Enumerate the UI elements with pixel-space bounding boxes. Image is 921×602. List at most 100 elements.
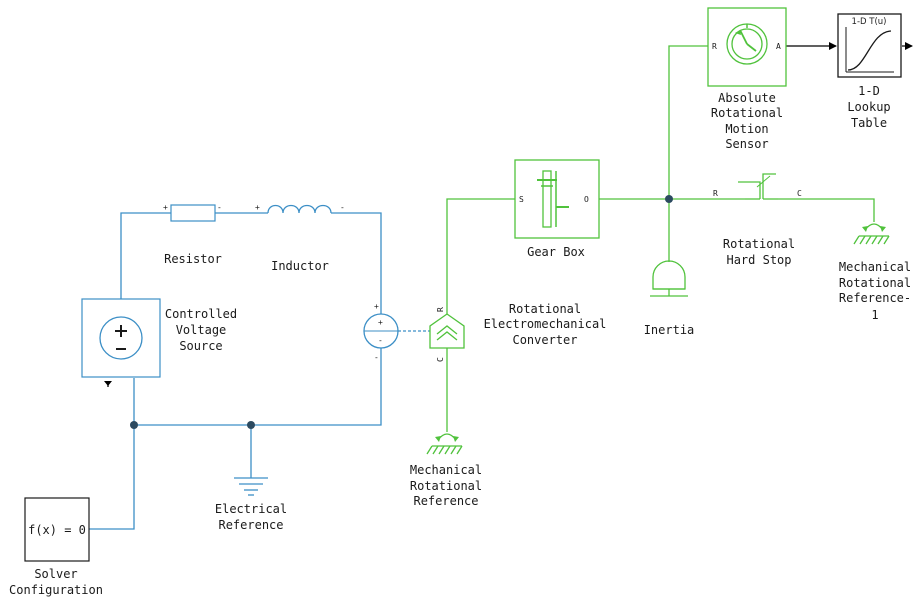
solver-box xyxy=(24,497,90,562)
solver-configuration-block[interactable]: f(x) = 0 Solver Configuration xyxy=(9,497,103,597)
motion-sensor-port-a: A xyxy=(776,42,781,51)
converter-label-1: Rotational xyxy=(509,302,581,316)
mech-ground-hatch xyxy=(426,445,463,455)
hardstop-port-r: R xyxy=(713,189,718,198)
voltage-source-circle-icon xyxy=(99,316,143,360)
electrical-reference-label-1: Electrical xyxy=(215,502,287,516)
electrical-reference-block[interactable]: Electrical Reference xyxy=(215,477,287,532)
voltage-source-label-2: Voltage xyxy=(176,323,227,337)
motion-sensor-port-r: R xyxy=(712,42,717,51)
rotation-arrow-icon xyxy=(437,433,457,441)
hardstop-right-stop-icon xyxy=(762,173,776,199)
lookup-table-block[interactable]: 1-D T(u) 1-D Lookup Table xyxy=(837,13,902,130)
converter-port-minus: - xyxy=(374,353,379,362)
converter-chevron-icon xyxy=(436,325,458,335)
resistor-port-plus: + xyxy=(163,203,168,212)
mech-ref-1-label-2: Rotational xyxy=(839,276,911,290)
converter-chevron-icon-2 xyxy=(436,331,458,341)
mech-ref-label-2: Rotational xyxy=(410,479,482,493)
mech-ref-label-3: Reference xyxy=(413,494,478,508)
mechanical-connections xyxy=(446,45,875,432)
mech-ref-label-1: Mechanical xyxy=(410,463,482,477)
junction-node xyxy=(665,195,673,203)
rotation-arrowhead-right xyxy=(880,226,886,232)
lookup-table-header: 1-D T(u) xyxy=(852,17,887,27)
rotation-arrowhead-right xyxy=(453,436,459,442)
converter-inner-plus: + xyxy=(378,318,383,327)
converter-port-plus: + xyxy=(374,302,379,311)
lookup-curve-icon xyxy=(847,30,892,71)
inductor-port-minus: - xyxy=(340,203,345,212)
converter-inner-minus: - xyxy=(378,336,383,345)
voltage-source-label-1: Controlled xyxy=(165,307,237,321)
converter-label-2: Electromechanical xyxy=(484,317,607,331)
solver-label-2: Configuration xyxy=(9,583,103,597)
mech-ground-hatch xyxy=(853,235,890,245)
wire-node-to-sensor[interactable] xyxy=(668,45,708,199)
wire-converter-to-ground-bus[interactable] xyxy=(134,348,382,426)
hardstop-label-1: Rotational xyxy=(723,237,795,251)
solver-label-1: Solver xyxy=(34,567,77,581)
lookup-table-box xyxy=(837,13,902,78)
lookup-table-label-1: 1-D xyxy=(858,84,880,98)
hardstop-label-2: Hard Stop xyxy=(726,253,791,267)
hardstop-diagonal xyxy=(756,175,771,188)
rotation-arrow-icon xyxy=(864,223,884,231)
inductor-icon xyxy=(267,204,332,214)
gauge-needle-tip xyxy=(735,30,741,35)
rotation-arrowhead-left xyxy=(435,436,441,442)
mechanical-rotational-reference-1-block[interactable]: Mechanical Rotational Reference- 1 xyxy=(839,223,911,322)
solver-function-text: f(x) = 0 xyxy=(28,523,86,537)
voltage-source-label-3: Source xyxy=(179,339,222,353)
inertia-label: Inertia xyxy=(644,323,695,337)
wire-converter-to-gearbox[interactable] xyxy=(446,198,515,314)
mech-ref-1-label-3: Reference- xyxy=(839,291,911,305)
inertia-block[interactable]: Inertia xyxy=(644,260,695,337)
inductor-block[interactable]: + - Inductor xyxy=(255,203,345,273)
resistor-block[interactable]: + - Resistor xyxy=(163,203,222,266)
hardstop-port-c: C xyxy=(797,189,802,198)
electrical-connections xyxy=(89,212,382,530)
rotation-arrowhead-left xyxy=(862,226,868,232)
rotational-hard-stop-block[interactable]: R C Rotational Hard Stop xyxy=(713,173,802,267)
wire-inductor-to-converter[interactable] xyxy=(331,212,382,314)
motion-sensor-frame xyxy=(707,7,787,87)
wire-hardstop-to-mech-ref-1[interactable] xyxy=(778,198,875,222)
voltage-source-box xyxy=(81,298,161,378)
inductor-label: Inductor xyxy=(271,259,329,273)
motion-sensor-label-4: Sensor xyxy=(725,137,768,151)
resistor-label: Resistor xyxy=(164,252,222,266)
mech-ref-1-label-1: Mechanical xyxy=(839,260,911,274)
motion-sensor-label-2: Rotational xyxy=(711,106,783,120)
gear-box-label: Gear Box xyxy=(527,245,585,259)
resistor-port-minus: - xyxy=(217,203,222,212)
lookup-table-label-2: Lookup xyxy=(847,100,890,114)
motion-sensor-label-1: Absolute xyxy=(718,91,776,105)
lookup-table-label-3: Table xyxy=(851,116,887,130)
resistor-icon xyxy=(170,204,216,222)
controlled-voltage-source-block[interactable]: Controlled Voltage Source xyxy=(81,298,237,387)
junction-node xyxy=(130,421,138,429)
inductor-port-plus: + xyxy=(255,203,260,212)
gear-icon xyxy=(542,170,552,228)
mech-ref-1-label-4: 1 xyxy=(871,308,878,322)
gear-box-port-o: O xyxy=(584,195,589,204)
gear-box-block[interactable]: S O Gear Box xyxy=(514,159,600,259)
junction-node xyxy=(247,421,255,429)
electromechanical-converter-block[interactable]: + - + - R C Rotational Electromechanical… xyxy=(363,302,607,362)
converter-port-c: C xyxy=(436,357,445,362)
gauge-needle xyxy=(739,29,748,45)
mechanical-rotational-reference-block[interactable]: Mechanical Rotational Reference xyxy=(410,433,482,508)
gauge-needle-tail xyxy=(746,43,757,52)
wire-source-to-resistor[interactable] xyxy=(120,212,171,299)
converter-label-3: Converter xyxy=(512,333,577,347)
hardstop-left-stop-icon xyxy=(738,181,761,199)
converter-port-r: R xyxy=(436,307,445,312)
gear-box-frame xyxy=(514,159,600,239)
motion-sensor-label-3: Motion xyxy=(725,122,768,136)
gear-box-port-s: S xyxy=(519,195,524,204)
wire-bus-to-solver[interactable] xyxy=(89,425,135,530)
motion-sensor-block[interactable]: R A Absolute Rotational Motion Sensor xyxy=(707,7,787,151)
